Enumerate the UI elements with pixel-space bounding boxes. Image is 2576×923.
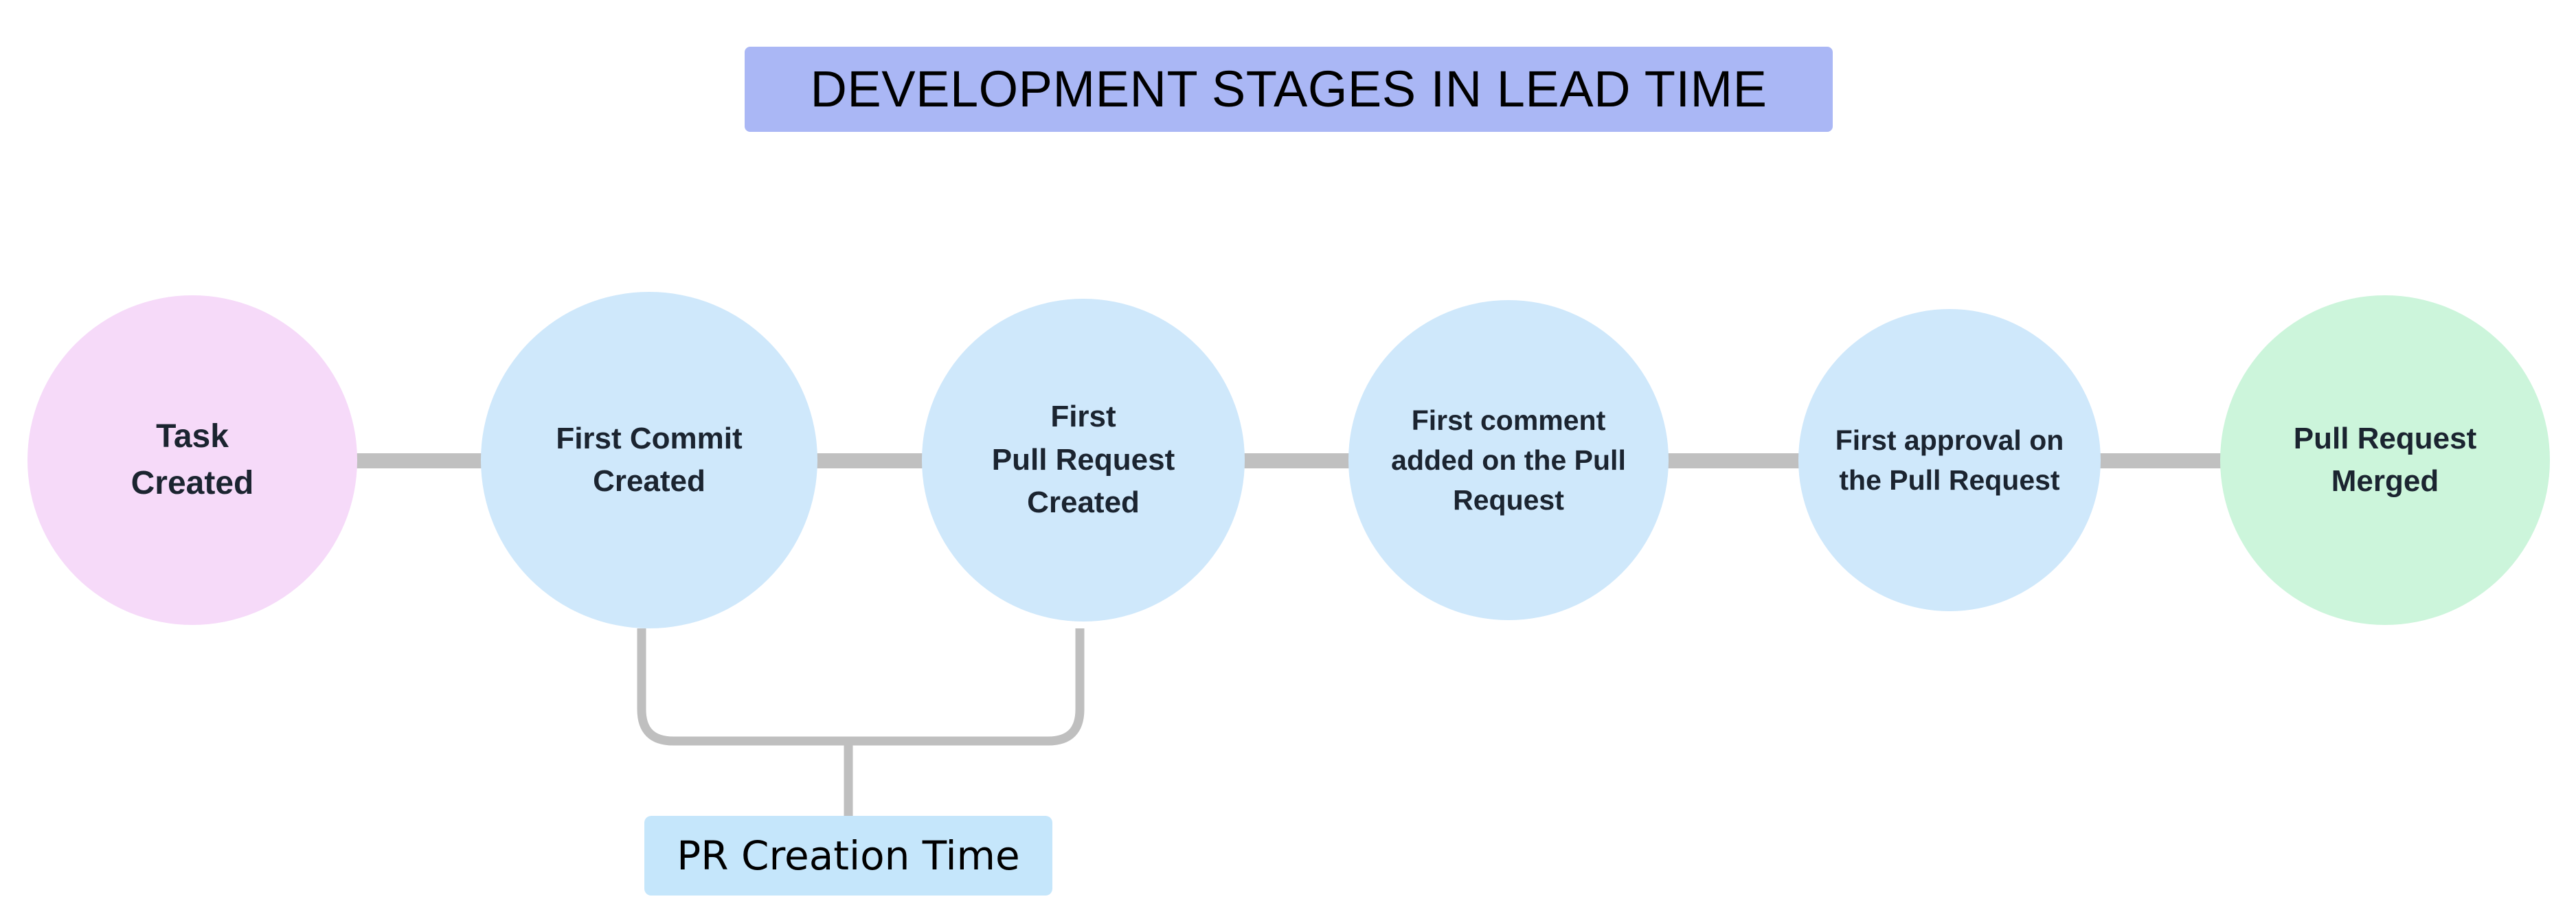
stage-label-first-commit-created: First Commit Created [556, 421, 743, 498]
stage-connector [353, 453, 486, 468]
stage-label-first-pull-request-created: First Pull Request Created [991, 400, 1175, 520]
stage-label-first-comment-added: First comment added on the Pull Request [1391, 404, 1626, 516]
stage-label-first-approval: First approval on the Pull Request [1835, 424, 2064, 496]
stage-connector [1667, 453, 1801, 468]
stage-node-first-approval[interactable]: First approval on the Pull Request [1798, 309, 2101, 611]
stage-node-task-created[interactable]: Task Created [27, 295, 357, 625]
stage-node-first-comment-added[interactable]: First comment added on the Pull Request [1348, 300, 1669, 620]
stage-connector [2098, 453, 2223, 468]
stage-connector [814, 453, 924, 468]
pr-creation-time-label: PR Creation Time [644, 816, 1052, 896]
stage-label-pull-request-merged: Pull Request Merged [2293, 421, 2477, 498]
stage-node-first-pull-request-created[interactable]: First Pull Request Created [922, 299, 1245, 622]
stage-connector [1242, 453, 1351, 468]
stage-node-pull-request-merged[interactable]: Pull Request Merged [2220, 295, 2550, 625]
diagram-title-banner: DEVELOPMENT STAGES IN LEAD TIME [745, 47, 1833, 132]
stage-node-first-commit-created[interactable]: First Commit Created [481, 292, 817, 628]
bracket-path [637, 628, 1085, 746]
stage-label-task-created: Task Created [131, 418, 254, 501]
page-title: DEVELOPMENT STAGES IN LEAD TIME [810, 60, 1767, 117]
pr-creation-time-label-text: PR Creation Time [677, 832, 1020, 879]
